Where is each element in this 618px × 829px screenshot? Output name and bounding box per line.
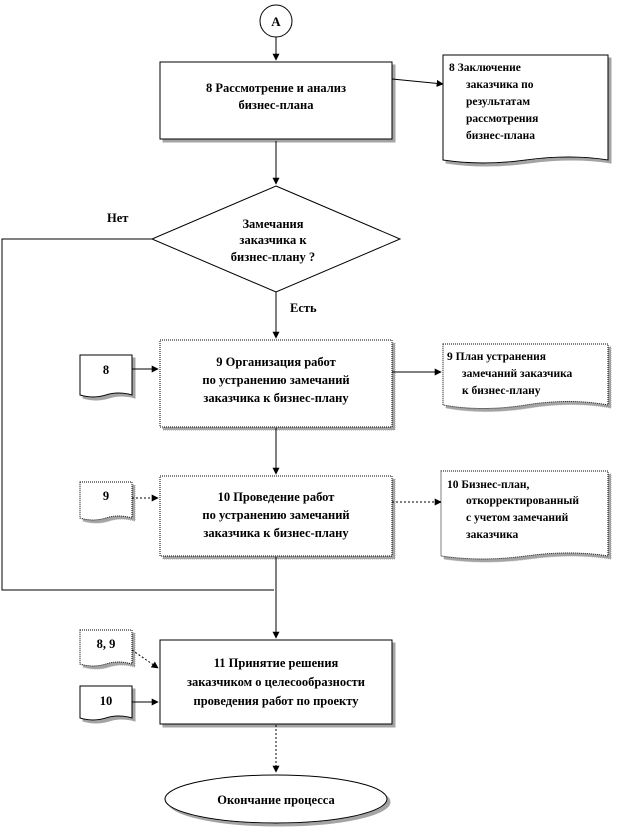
process-9-line-2: по устранению замечаний xyxy=(202,373,349,387)
document-output-8-line-1: 8 Заключение xyxy=(449,62,521,74)
decision-line-3: бизнес-плану ? xyxy=(231,250,315,264)
document-input-8: 8 xyxy=(79,354,133,398)
process-8: 8 Рассмотрение и анализ бизнес-плана xyxy=(159,61,393,140)
document-input-8-9-label: 8, 9 xyxy=(97,637,116,651)
terminal-end: Окончание процесса xyxy=(164,774,388,824)
document-output-9-line-3: к бизнес-плану xyxy=(462,385,541,397)
document-output-10-line-4: заказчика xyxy=(466,529,519,541)
process-9-line-3: заказчика к бизнес-плану xyxy=(203,391,349,405)
document-output-10: 10 Бизнес-план, откорректированный с уче… xyxy=(440,470,609,560)
decision-line-1: Замечания xyxy=(242,217,303,231)
decision-remarks: Замечания заказчика к бизнес-плану ? xyxy=(150,185,402,293)
document-output-9-line-1: 9 План устранения xyxy=(447,351,546,363)
arrow-doc89-to-p11 xyxy=(131,649,159,669)
document-input-9-label: 9 xyxy=(103,489,109,503)
document-input-9: 9 xyxy=(79,481,133,521)
process-11: 11 Принятие решения заказчиком о целесоо… xyxy=(159,639,393,725)
document-input-8-label: 8 xyxy=(103,363,109,377)
document-output-8: 8 Заключение заказчика по результатам ра… xyxy=(442,54,609,164)
process-11-line-3: проведения работ по проекту xyxy=(194,694,360,708)
decision-yes-label: Есть xyxy=(290,301,317,315)
process-9-line-1: 9 Организация работ xyxy=(216,355,335,369)
terminal-end-label: Окончание процесса xyxy=(217,793,335,807)
process-11-line-1: 11 Принятие решения xyxy=(214,656,339,670)
document-output-10-line-3: с учетом замечаний xyxy=(466,512,569,524)
process-10-line-3: заказчика к бизнес-плану xyxy=(203,526,349,540)
document-output-10-line-1: 10 Бизнес-план, xyxy=(447,479,529,491)
document-output-8-line-5: бизнес-плана xyxy=(466,130,535,142)
process-11-line-2: заказчиком о целесообразности xyxy=(187,675,365,689)
decision-line-2: заказчика к xyxy=(239,233,307,247)
process-10-line-1: 10 Проведение работ xyxy=(218,490,335,504)
document-input-10: 10 xyxy=(79,685,133,721)
document-output-8-line-3: результатам xyxy=(466,96,530,108)
decision-no-label: Нет xyxy=(107,211,128,225)
connector-a: А xyxy=(259,4,293,38)
document-input-10-label: 10 xyxy=(100,694,113,708)
process-10-line-2: по устранению замечаний xyxy=(202,508,349,522)
document-output-9: 9 План устранения замечаний заказчика к … xyxy=(442,343,609,409)
process-8-line-2: бизнес-плана xyxy=(238,98,314,112)
process-8-line-1: 8 Рассмотрение и анализ xyxy=(206,81,346,95)
arrow-p8-to-doc8 xyxy=(391,78,444,87)
process-10: 10 Проведение работ по устранению замеча… xyxy=(159,475,393,557)
document-output-10-line-2: откорректированный xyxy=(466,495,579,507)
connector-a-label: А xyxy=(271,14,281,29)
document-input-8-9: 8, 9 xyxy=(79,629,133,667)
document-output-9-line-2: замечаний заказчика xyxy=(462,368,573,380)
process-9: 9 Организация работ по устранению замеча… xyxy=(159,339,393,428)
no-branch-line xyxy=(1,238,274,591)
document-output-8-line-2: заказчика по xyxy=(466,79,534,91)
document-output-8-line-4: рассмотрения xyxy=(466,113,538,125)
